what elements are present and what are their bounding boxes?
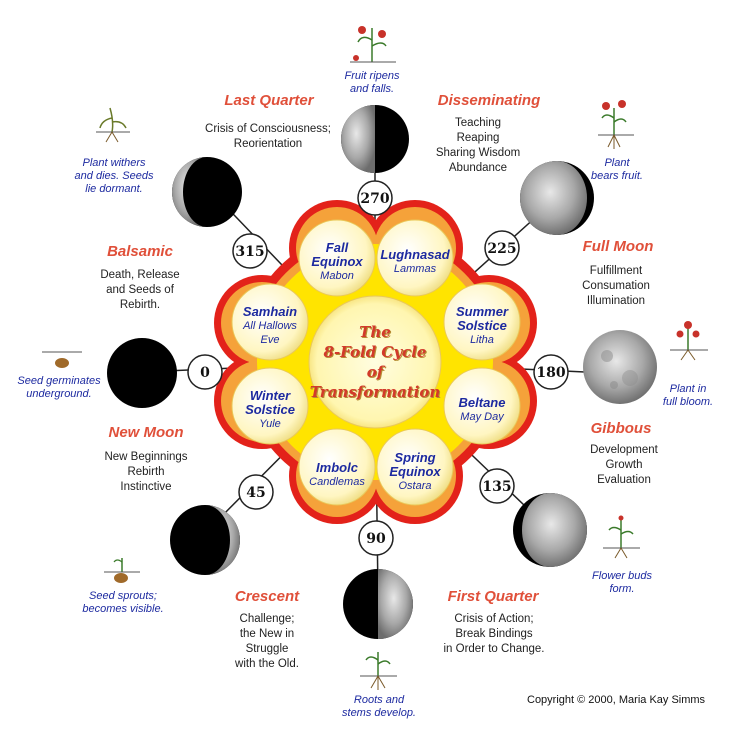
festival-samhain: Samhain All Hallows Eve	[242, 304, 298, 347]
plant-icon-right	[670, 321, 708, 361]
plant-icon-top-right	[598, 100, 634, 149]
moon-disseminating	[520, 161, 594, 235]
seed-icon	[114, 573, 128, 583]
festival-imbolc: Imbolc Candlemas	[309, 460, 365, 489]
plant-caption-bottom: Roots and stems develop.	[342, 694, 416, 719]
svg-text:225: 225	[487, 241, 516, 257]
plant-caption-top-right: Plant bears fruit.	[591, 157, 643, 182]
moon-last-quarter	[341, 105, 409, 173]
petal-fall-equinox	[298, 219, 376, 297]
petal-samhain	[231, 283, 309, 361]
moon-crescent	[170, 505, 240, 575]
phase-desc-crescent: Challenge; the New in Struggle with the …	[235, 613, 299, 670]
petal-lughnasad	[376, 219, 454, 297]
plant-caption-right: Plant in full bloom.	[662, 383, 714, 408]
center-title-line-1: The	[359, 323, 391, 341]
svg-text:90: 90	[366, 531, 386, 547]
phase-title-balsamic: Balsamic	[107, 243, 173, 260]
plant-caption-bottom-right: Flower buds form.	[592, 570, 652, 595]
plant-icon-bottom-right	[603, 515, 640, 559]
plant-caption-bottom-left: Seed sprouts; becomes visible.	[82, 590, 164, 615]
phase-title-first-quarter: First Quarter	[447, 588, 539, 605]
plant-icon-left	[42, 351, 82, 368]
center-title: The 8-Fold Cycle of Transformation	[310, 322, 441, 402]
phase-desc-last-quarter: Crisis of Consciousness; Reorientation	[205, 123, 331, 150]
phase-desc-balsamic: Death, Release and Seeds of Rebirth.	[100, 269, 180, 311]
svg-text:180: 180	[536, 365, 565, 381]
festival-summer-solstice: Summer Solstice Litha	[455, 304, 509, 347]
degree-315: 315	[232, 233, 268, 269]
seed-icon-left	[55, 358, 69, 368]
festival-winter-solstice: Winter Solstice Yule	[245, 388, 295, 431]
degree-180: 180	[533, 354, 569, 390]
degree-135: 135	[479, 468, 515, 504]
phase-title-last-quarter: Last Quarter	[224, 92, 314, 109]
petal-beltane	[443, 367, 521, 445]
phase-title-new-moon: New Moon	[108, 424, 184, 441]
phase-title-disseminating: Disseminating	[437, 92, 541, 109]
phase-desc-new-moon: New Beginnings Rebirth Instinctive	[104, 451, 188, 493]
phase-desc-first-quarter: Crisis of Action; Break Bindings in Orde…	[443, 613, 545, 655]
plant-icon-top	[350, 26, 396, 63]
festival-fall-equinox: Fall Equinox Mabon	[311, 240, 363, 283]
center-disc	[308, 295, 442, 429]
phase-title-gibbous: Gibbous	[590, 420, 652, 437]
moon-gibbous	[513, 493, 587, 567]
plant-icon-top-left	[96, 107, 130, 143]
moon-first-quarter	[343, 569, 413, 639]
degree-225: 225	[484, 230, 520, 266]
festival-spring-equinox: Spring Equinox Ostara	[389, 450, 441, 493]
degree-badges: 270 225 180 135 90 45	[187, 180, 569, 556]
petal-summer-solstice	[443, 283, 521, 361]
plant-caption-top-left: Plant withers and dies. Seeds lie dorman…	[74, 157, 154, 195]
degree-90: 90	[358, 520, 394, 556]
plant-caption-left: Seed germinates underground.	[17, 375, 101, 400]
svg-text:0: 0	[200, 365, 210, 381]
degree-45: 45	[238, 474, 274, 510]
phase-title-crescent: Crescent	[234, 588, 300, 605]
copyright-notice: Copyright © 2000, Maria Kay Simms	[527, 694, 706, 706]
petal-spring-equinox	[376, 428, 454, 506]
svg-text:270: 270	[360, 191, 389, 207]
phase-desc-disseminating: Teaching Reaping Sharing Wisdom Abundanc…	[435, 117, 521, 174]
plant-caption-top: Fruit ripens and falls.	[344, 70, 400, 95]
festival-lughnasad: Lughnasad Lammas	[380, 247, 450, 276]
phase-desc-full-moon: Fulfillment Consumation Illumination	[582, 265, 650, 307]
moon-balsamic	[172, 157, 242, 227]
svg-text:135: 135	[482, 479, 511, 495]
festival-beltane: Beltane May Day	[458, 395, 506, 424]
plant-icon-bottom-left	[104, 558, 140, 583]
plant-icon-bottom	[360, 652, 397, 690]
phase-desc-gibbous: Development Growth Evaluation	[590, 444, 658, 486]
moon-new	[107, 338, 177, 408]
center-title-line-4: Transformation	[309, 383, 441, 401]
svg-text:45: 45	[246, 485, 265, 501]
petal-imbolc	[298, 428, 376, 506]
petals	[231, 219, 521, 506]
phase-title-full-moon: Full Moon	[582, 238, 654, 255]
svg-text:315: 315	[235, 244, 264, 260]
center-title-line-2: 8-Fold Cycle	[323, 343, 427, 361]
center-title-line-3: of	[366, 363, 384, 381]
degree-270: 270	[357, 180, 393, 216]
degree-0: 0	[187, 354, 223, 390]
moon-full	[583, 330, 657, 404]
petal-winter-solstice	[231, 367, 309, 445]
